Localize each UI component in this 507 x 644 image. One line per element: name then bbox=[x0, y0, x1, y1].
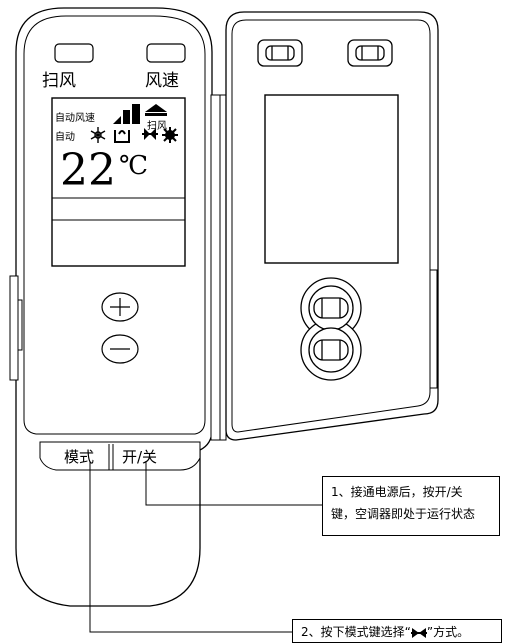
auto-mode-label: 自动 bbox=[55, 132, 75, 143]
fan-icon bbox=[142, 128, 158, 140]
power-callout-line1: 1、接通电源后，按开/关 bbox=[331, 485, 463, 499]
auto-fan-label: 自动风速 bbox=[55, 113, 95, 124]
fan-icon bbox=[410, 627, 427, 638]
mode-button-label[interactable]: 模式 bbox=[64, 448, 95, 466]
swing-button[interactable] bbox=[54, 43, 94, 63]
mode-leader-line bbox=[89, 461, 292, 633]
speed-bars-icon bbox=[113, 116, 121, 124]
swing-label: 扫风 bbox=[42, 71, 76, 91]
figure-eight-button[interactable] bbox=[300, 277, 362, 381]
lid-window bbox=[264, 94, 399, 264]
hinge-rail bbox=[210, 94, 221, 441]
power-leader-line bbox=[145, 461, 322, 506]
bottom-button-strip bbox=[39, 441, 201, 471]
sun-icon bbox=[162, 127, 178, 143]
swing-indicator-label: 扫风 bbox=[147, 121, 167, 132]
power-button-label[interactable]: 开/关 bbox=[122, 448, 158, 466]
swing-arrow-icon bbox=[145, 104, 167, 112]
temperature-value: 22 bbox=[60, 145, 116, 196]
mode-callout: 2、按下模式键选择“ ”方式。 bbox=[292, 619, 502, 643]
snowflake-icon bbox=[90, 127, 106, 143]
lcd-screen bbox=[51, 97, 186, 267]
lid-button-right bbox=[347, 39, 393, 67]
dehumidify-icon bbox=[114, 130, 130, 143]
fan-speed-label: 风速 bbox=[145, 71, 179, 91]
power-callout: 1、接通电源后，按开/关 键，空调器即处于运行状态 bbox=[322, 476, 500, 536]
mode-callout-after: ”方式。 bbox=[426, 625, 470, 639]
side-slot bbox=[9, 275, 19, 381]
temperature-unit: ℃ bbox=[119, 151, 149, 181]
remote-inner-outline bbox=[23, 15, 206, 435]
power-callout-line2: 键，空调器即处于运行状态 bbox=[331, 507, 476, 521]
lid-button-left bbox=[257, 39, 303, 67]
mode-callout-before: 2、按下模式键选择“ bbox=[301, 625, 411, 639]
fan-speed-button[interactable] bbox=[146, 43, 186, 63]
